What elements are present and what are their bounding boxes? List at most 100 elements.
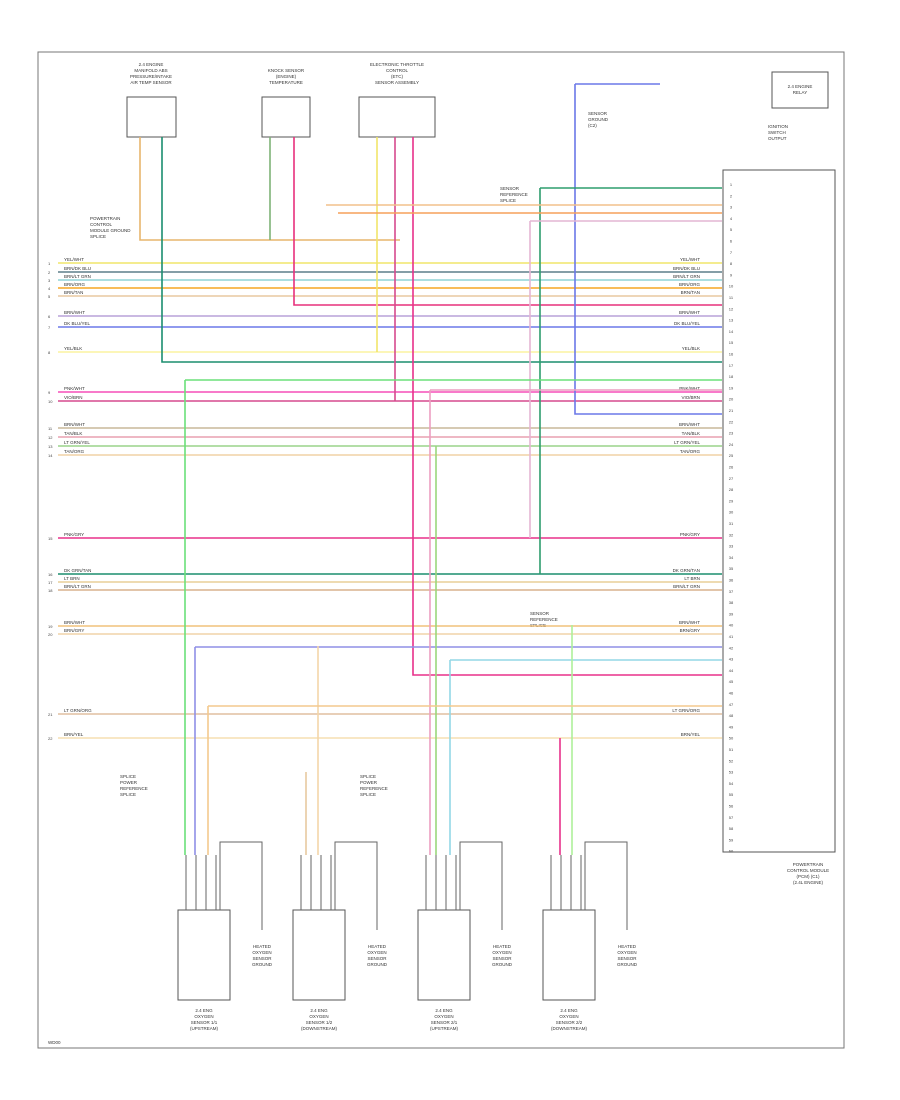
- pcm-pin: 20: [729, 397, 734, 402]
- wire-code-right: YEL/WHT: [680, 257, 700, 262]
- wire-code-right: BRN/LT GRN: [673, 274, 700, 279]
- heater-ground-wire: [459, 841, 503, 930]
- wire-number: 15: [48, 536, 53, 541]
- pcm-pin: 24: [729, 442, 734, 447]
- wire-code-right: LT BRN: [684, 576, 700, 581]
- relay-label-1: 2.4 ENGINE: [788, 84, 813, 89]
- splice-1-label-2: CONTROL: [90, 222, 112, 227]
- wire-code-right: DK GRN/TAN: [673, 568, 700, 573]
- oxygen-sensor-name: 2.4 ENG: [560, 1008, 578, 1013]
- relay-connector: 2.4 ENGINE RELAY: [771, 71, 829, 109]
- splice-2-label-1: SENSOR: [500, 186, 520, 191]
- wire-code-left: BRN/WHT: [64, 620, 85, 625]
- heater-ground-label: GROUND: [492, 962, 513, 967]
- wire-number: 6: [48, 314, 51, 319]
- pcm-pin: 40: [729, 623, 734, 628]
- heater-ground-label: HEATED: [368, 944, 387, 949]
- pcm-pin: 32: [729, 532, 734, 537]
- oxygen-sensor-name: SENSOR 2/2: [556, 1020, 583, 1025]
- map-sensor-label-3: PRESSURE/INTAKE: [130, 74, 172, 79]
- heater-ground-label: GROUND: [252, 962, 273, 967]
- knock-sensor-label-3: TEMPERATURE: [269, 80, 303, 85]
- relay-label-2: RELAY: [793, 90, 807, 95]
- splice-5-label-2: POWER: [360, 780, 378, 785]
- wire-code-left: TAN/BLK: [64, 431, 82, 436]
- heater-ground-wire: [334, 841, 378, 930]
- pcm-pin: 13: [729, 318, 734, 323]
- heater-ground-label: SENSOR: [252, 956, 272, 961]
- pcm-pin: 18: [729, 374, 734, 379]
- wire-code-right: BRN/DK BLU: [673, 266, 700, 271]
- wire-code-left: BRN/TAN: [64, 290, 83, 295]
- oxygen-sensor-connector: [292, 909, 346, 1001]
- pcm-pin: 55: [729, 792, 734, 797]
- wire-code-right: BRN/WHT: [679, 620, 700, 625]
- heater-ground-label: HEATED: [493, 944, 512, 949]
- pcm-pin: 8: [730, 261, 733, 266]
- pcm-pin: 2: [730, 193, 733, 198]
- wire-code-left: BRN/ORG: [64, 282, 86, 287]
- pcm-pin: 56: [729, 804, 734, 809]
- pcm-pin: 26: [729, 465, 734, 470]
- pcm-pin: 35: [729, 566, 734, 571]
- pcm-pin: 39: [729, 611, 734, 616]
- pcm-module: POWERTRAIN CONTROL MODULE (PCM) (C1) (2.…: [722, 169, 836, 885]
- splice-1-label-3: MODULE GROUND: [90, 228, 131, 233]
- splice-4-label-3: REFERENCE: [120, 786, 148, 791]
- splice-1-label-4: SPLICE: [90, 234, 106, 239]
- wire-number: 3: [48, 278, 51, 283]
- wire-code-right: BRN/YEL: [681, 732, 701, 737]
- pcm-pin: 16: [729, 352, 734, 357]
- wire-code-right: BRN/ORG: [679, 282, 701, 287]
- pcm-pin: 9: [730, 272, 733, 277]
- heater-ground-wire: [584, 841, 628, 930]
- pcm-pin: 36: [729, 578, 734, 583]
- wire-number: 8: [48, 350, 51, 355]
- pcm-pin: 46: [729, 691, 734, 696]
- pcm-pin: 4: [730, 216, 733, 221]
- wire-code-right: BRN/WHT: [679, 422, 700, 427]
- heater-ground-label: GROUND: [367, 962, 388, 967]
- knock-sensor-label-1: KNOCK SENSOR: [268, 68, 305, 73]
- heater-ground-label: SENSOR: [492, 956, 512, 961]
- throttle-body-connector: ELECTRONIC THROTTLE CONTROL (ETC) SENSOR…: [358, 62, 436, 138]
- wire-code-left: DK GRN/TAN: [64, 568, 91, 573]
- pcm-pin: 42: [729, 645, 734, 650]
- pcm-pin: 28: [729, 487, 734, 492]
- pcm-pin: 27: [729, 476, 734, 481]
- map-sensor-label-1: 2.4 ENGINE: [139, 62, 164, 67]
- wire-code-right: PNK/WHT: [679, 386, 700, 391]
- oxygen-sensor-name: OXYGEN: [434, 1014, 453, 1019]
- oxygen-sensor-name: OXYGEN: [309, 1014, 328, 1019]
- pcm-pin: 23: [729, 431, 734, 436]
- heater-ground-label: HEATED: [618, 944, 637, 949]
- throttle-body-label-3: (ETC): [391, 74, 403, 79]
- wire-code-left: BRN/GRY: [64, 628, 84, 633]
- pcm-pin: 12: [729, 306, 734, 311]
- wire-code-left: YEL/BLK: [64, 346, 82, 351]
- pcm-pin: 51: [729, 747, 734, 752]
- pcm-pin: 29: [729, 498, 734, 503]
- pcm-pin: 6: [730, 239, 733, 244]
- splice-5-label-1: SPLICE: [360, 774, 376, 779]
- wire-number: 12: [48, 435, 53, 440]
- wire-code-right: DK BLU/YEL: [674, 321, 701, 326]
- pcm-label-4: (2.4L ENGINE): [793, 880, 824, 885]
- wire-number: 16: [48, 572, 53, 577]
- wire-number: 14: [48, 453, 53, 458]
- pcm-label-1: POWERTRAIN: [793, 862, 823, 867]
- pcm-pin: 57: [729, 815, 734, 820]
- oxygen-sensor-connector: [417, 909, 471, 1001]
- wire-code-left: PNK/WHT: [64, 386, 85, 391]
- splice-5-label-3: REFERENCE: [360, 786, 388, 791]
- throttle-body-label-1: ELECTRONIC THROTTLE: [370, 62, 424, 67]
- wire-number: 1: [48, 261, 51, 266]
- wire-code-left: VIO/BRN: [64, 395, 83, 400]
- oxygen-sensor-name: (UPSTREAM): [430, 1026, 459, 1031]
- pcm-pin: 11: [729, 295, 734, 300]
- heater-ground-label: SENSOR: [367, 956, 387, 961]
- wire-number: 5: [48, 294, 51, 299]
- wire-number: 19: [48, 624, 53, 629]
